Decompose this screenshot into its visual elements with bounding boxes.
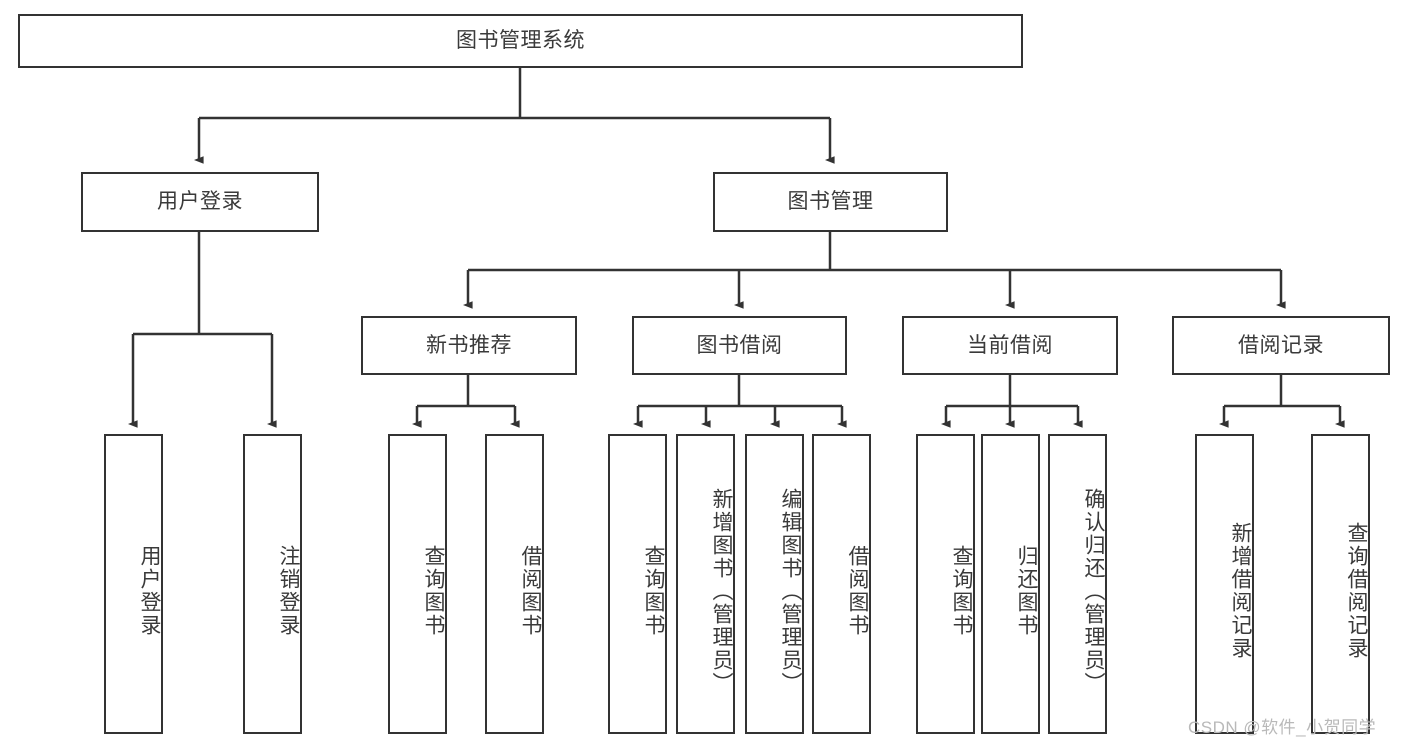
node-label: 确认归还（管理员） bbox=[1082, 487, 1105, 695]
node-book-management[interactable]: 图书管理 bbox=[713, 172, 948, 232]
node-label: 归还图书 bbox=[1015, 545, 1038, 637]
node-label: 查询图书 bbox=[422, 545, 445, 637]
node-leaf-query-borrow-record[interactable]: 查询借阅记录 bbox=[1311, 434, 1370, 734]
node-book-borrowing[interactable]: 图书借阅 bbox=[632, 316, 847, 375]
node-leaf-borrow-books-recommend[interactable]: 借阅图书 bbox=[485, 434, 544, 734]
watermark-text: CSDN @软件_小贺同学 bbox=[1188, 718, 1377, 737]
node-label: 借阅图书 bbox=[846, 545, 869, 637]
node-root-book-management-system[interactable]: 图书管理系统 bbox=[18, 14, 1023, 68]
node-leaf-borrow-books[interactable]: 借阅图书 bbox=[812, 434, 871, 734]
node-current-borrowing[interactable]: 当前借阅 bbox=[902, 316, 1118, 375]
node-leaf-query-books-current[interactable]: 查询图书 bbox=[916, 434, 975, 734]
node-label: 借阅记录 bbox=[1238, 333, 1324, 357]
node-leaf-add-borrow-record[interactable]: 新增借阅记录 bbox=[1195, 434, 1254, 734]
node-label: 用户登录 bbox=[138, 545, 161, 637]
node-new-book-recommendation[interactable]: 新书推荐 bbox=[361, 316, 577, 375]
node-label: 查询借阅记录 bbox=[1345, 522, 1368, 660]
node-label: 当前借阅 bbox=[967, 333, 1053, 357]
node-leaf-user-login[interactable]: 用户登录 bbox=[104, 434, 163, 734]
node-leaf-query-books-recommend[interactable]: 查询图书 bbox=[388, 434, 447, 734]
node-label: 注销登录 bbox=[277, 545, 300, 637]
node-leaf-add-book-admin[interactable]: 新增图书（管理员） bbox=[676, 434, 735, 734]
node-label: 编辑图书（管理员） bbox=[779, 487, 802, 695]
node-label: 借阅图书 bbox=[519, 545, 542, 637]
node-label: 查询图书 bbox=[950, 545, 973, 637]
node-borrowing-record[interactable]: 借阅记录 bbox=[1172, 316, 1390, 375]
node-leaf-edit-book-admin[interactable]: 编辑图书（管理员） bbox=[745, 434, 804, 734]
node-label: 用户登录 bbox=[157, 190, 243, 214]
node-label: 新增借阅记录 bbox=[1229, 522, 1252, 660]
node-label: 查询图书 bbox=[642, 545, 665, 637]
node-label: 图书管理 bbox=[787, 190, 874, 214]
node-leaf-query-books-borrow[interactable]: 查询图书 bbox=[608, 434, 667, 734]
node-label: 新书推荐 bbox=[426, 333, 512, 357]
node-user-login[interactable]: 用户登录 bbox=[81, 172, 319, 232]
node-label: 图书借阅 bbox=[696, 333, 783, 357]
node-leaf-return-books[interactable]: 归还图书 bbox=[981, 434, 1040, 734]
node-label: 新增图书（管理员） bbox=[710, 487, 733, 695]
node-label: 图书管理系统 bbox=[456, 29, 585, 53]
node-leaf-logout[interactable]: 注销登录 bbox=[243, 434, 302, 734]
node-leaf-confirm-return-admin[interactable]: 确认归还（管理员） bbox=[1048, 434, 1107, 734]
